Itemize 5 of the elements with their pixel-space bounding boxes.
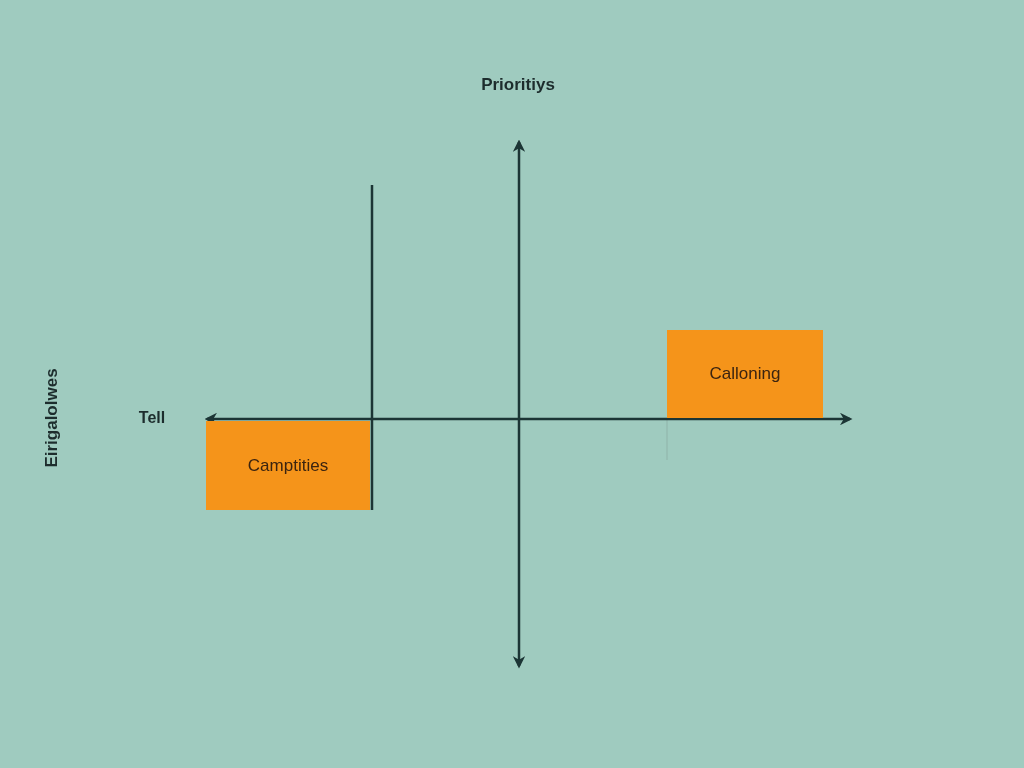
chart-title: Prioritiys xyxy=(481,75,555,95)
axis-label: Tell xyxy=(138,409,166,427)
quadrant-box: Camptities xyxy=(206,421,370,510)
quadrant-box: Calloning xyxy=(667,330,823,418)
axis-label: Eirigalolwes xyxy=(42,368,62,468)
